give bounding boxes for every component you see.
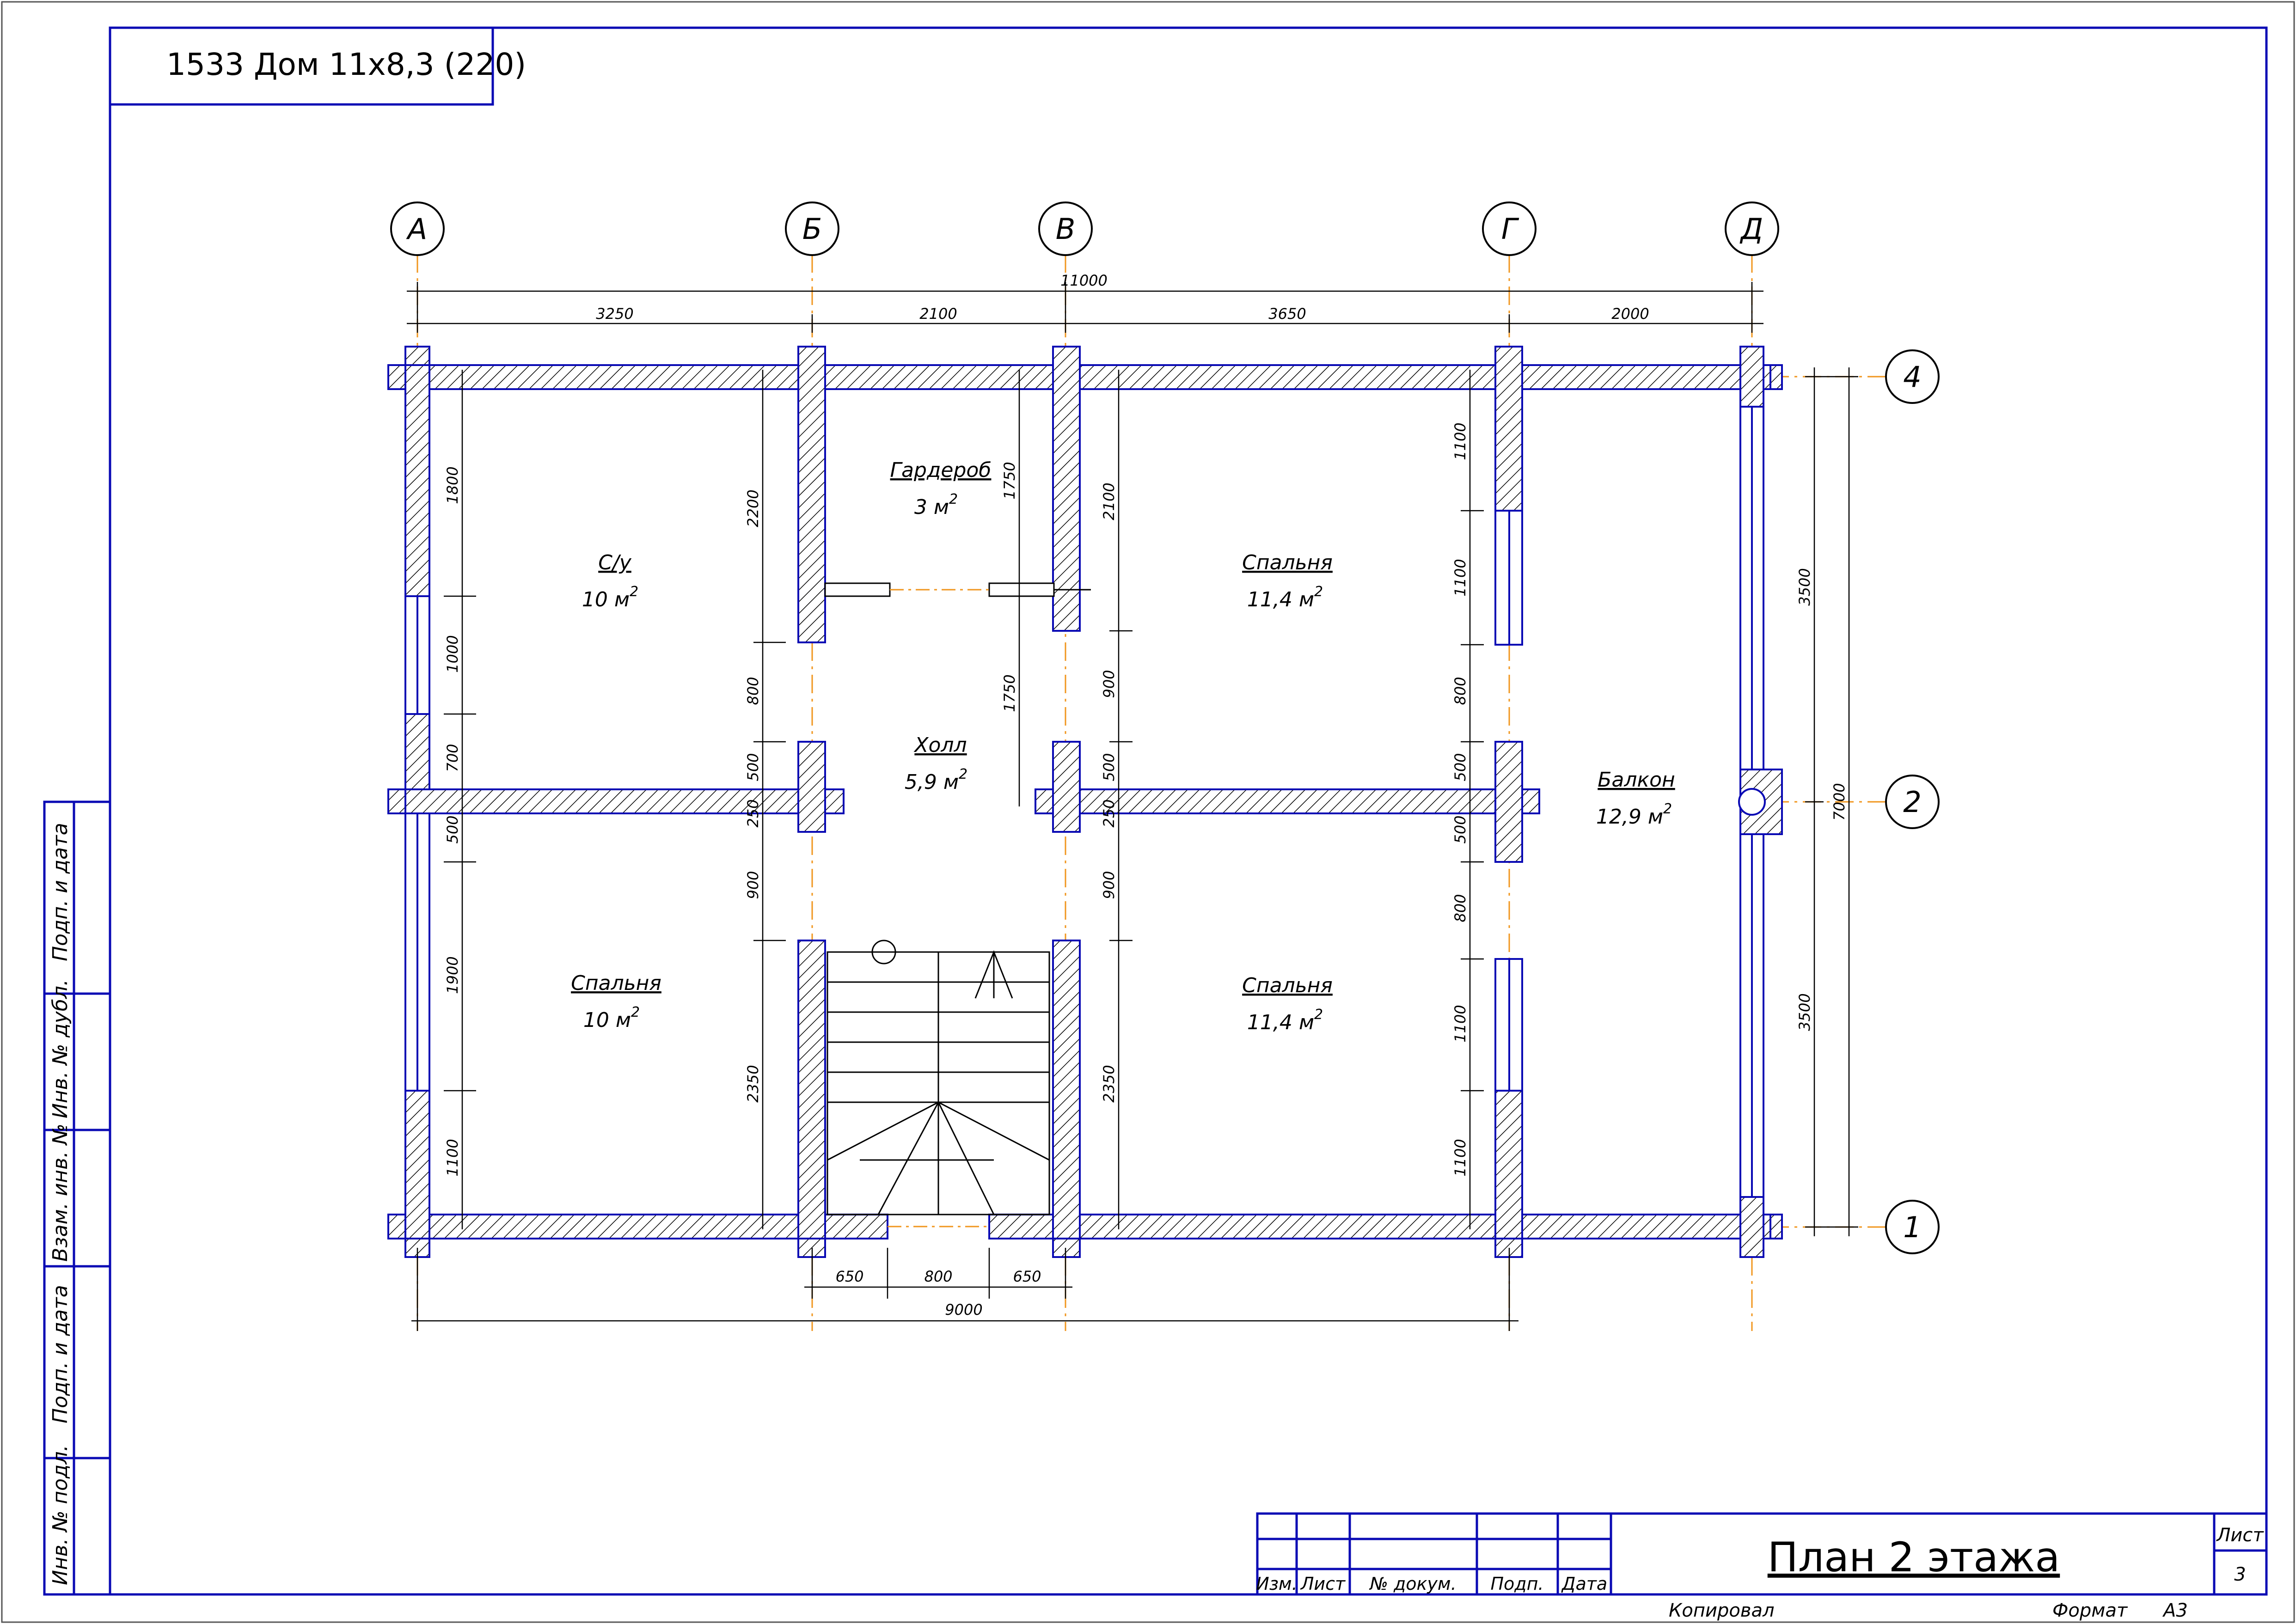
dim-b-3: 500 — [744, 753, 762, 781]
dim-bottom-seg-2: 800 — [924, 1268, 952, 1285]
dim-right-overall: 7000 — [1831, 783, 1848, 820]
walls — [387, 346, 1783, 1258]
dim-b-2: 800 — [744, 677, 762, 705]
axis-label-b: Б — [802, 212, 822, 246]
dim-top-seg-1: 3250 — [596, 305, 633, 323]
dim-g-7: 1100 — [1451, 1005, 1469, 1042]
dim-top-seg-3: 3650 — [1268, 305, 1306, 323]
window-panels — [404, 406, 1764, 1198]
dim-bottom-seg-1: 650 — [835, 1268, 863, 1285]
dim-a-1: 1800 — [444, 466, 461, 504]
dim-a-5: 1900 — [444, 956, 461, 994]
stamp-orig-inv: Инв. № подл. — [49, 1445, 72, 1585]
staircase — [827, 940, 1050, 1227]
dim-v-2: 900 — [1100, 670, 1118, 698]
room-name: Балкон — [1598, 768, 1675, 792]
axis-label-1: 1 — [1903, 1210, 1921, 1244]
axis-label-g: Г — [1501, 212, 1519, 246]
dimension-lines — [407, 282, 1858, 1331]
dim-hall-1: 1750 — [1001, 462, 1018, 499]
room-bedroom-sw: Спальня 10 м2 — [571, 971, 661, 1032]
tb-col-sign: Подп. — [1490, 1574, 1543, 1594]
dim-b-5: 900 — [744, 871, 762, 899]
balcony-column — [1738, 788, 1766, 816]
dim-g-3: 800 — [1451, 677, 1469, 705]
dim-g-1: 1100 — [1451, 422, 1469, 460]
room-bedroom-se: Спальня 11,4 м2 — [1242, 974, 1333, 1034]
dim-v-3: 500 — [1100, 753, 1118, 781]
axis-label-4: 4 — [1903, 360, 1921, 394]
axis-bubbles — [390, 201, 1940, 1254]
dim-g-6: 800 — [1451, 894, 1469, 922]
room-area: 3 м2 — [914, 491, 958, 519]
room-bedroom-ne: Спальня 11,4 м2 — [1242, 551, 1333, 611]
room-balcony: Балкон 12,9 м2 — [1596, 768, 1675, 829]
room-area: 10 м2 — [582, 584, 638, 611]
dim-right-seg-2: 3500 — [1796, 993, 1813, 1031]
project-title-box: 1533 Дом 11х8,3 (220) — [109, 26, 526, 106]
dim-v-6: 2350 — [1100, 1065, 1118, 1102]
room-area: 12,9 м2 — [1596, 801, 1672, 829]
dim-b-1: 2200 — [744, 489, 762, 527]
axis-label-d: Д — [1739, 212, 1763, 246]
project-title: 1533 Дом 11х8,3 (220) — [166, 47, 526, 82]
axis-label-a: А — [406, 212, 427, 246]
tb-col-doc: № докум. — [1369, 1574, 1456, 1594]
stamp-sign-date-1: Подп. и дата — [49, 823, 72, 961]
tb-sheet-label: Лист — [2216, 1525, 2264, 1546]
room-name: Гардероб — [890, 458, 992, 482]
room-name: Холл — [913, 733, 967, 757]
room-name: Спальня — [1242, 974, 1333, 997]
title-block — [1256, 1512, 2268, 1596]
dim-a-3: 700 — [444, 744, 461, 772]
dim-right-seg-1: 3500 — [1796, 568, 1813, 605]
room-area: 5,9 м2 — [905, 766, 967, 794]
axis-label-v: В — [1056, 212, 1076, 246]
dim-top-overall: 11000 — [1060, 272, 1108, 289]
room-area: 10 м2 — [583, 1004, 640, 1032]
tb-sheet-number: 3 — [2234, 1564, 2246, 1585]
dim-v-4: 250 — [1100, 799, 1118, 827]
dim-g-4: 500 — [1451, 753, 1469, 781]
stamp-replace-inv: Взам. инв. № — [49, 1123, 72, 1262]
wardrobe-doors — [824, 582, 1091, 597]
dim-g-5: 500 — [1451, 815, 1469, 843]
room-wardrobe: Гардероб 3 м2 — [890, 458, 992, 519]
dim-v-1: 2100 — [1100, 482, 1118, 520]
tb-copied: Копировал — [1669, 1600, 1775, 1621]
dim-v-5: 900 — [1100, 871, 1118, 899]
stamp-dup-inv: Инв. № дубл. — [49, 979, 72, 1118]
room-name: С/у — [598, 551, 632, 574]
dim-bottom-seg-3: 650 — [1013, 1268, 1041, 1285]
tb-col-izm: Изм. — [1256, 1574, 1297, 1594]
dim-a-6: 1100 — [444, 1139, 461, 1176]
room-name: Спальня — [1242, 551, 1333, 574]
dim-hall-2: 1750 — [1001, 674, 1018, 712]
dim-b-6: 2350 — [744, 1065, 762, 1102]
dim-b-4: 250 — [744, 799, 762, 827]
sheet-title: План 2 этажа — [1768, 1533, 2060, 1581]
dim-a-2: 1000 — [444, 635, 461, 672]
room-area: 11,4 м2 — [1247, 1007, 1323, 1034]
room-area: 11,4 м2 — [1247, 584, 1323, 611]
dim-a-4: 500 — [444, 815, 461, 843]
dim-top-seg-2: 2100 — [919, 305, 957, 323]
dim-g-2: 1100 — [1451, 559, 1469, 596]
dim-bottom-overall: 9000 — [945, 1301, 982, 1319]
axis-label-2: 2 — [1903, 785, 1921, 819]
room-name: Спальня — [571, 971, 661, 995]
tb-col-list: Лист — [1300, 1574, 1346, 1594]
dim-top-seg-4: 2000 — [1611, 305, 1649, 323]
tb-format-label: Формат — [2052, 1600, 2128, 1621]
stamp-sign-date-2: Подп. и дата — [49, 1285, 72, 1423]
tb-format-value: А3 — [2162, 1600, 2188, 1621]
side-stamp — [43, 800, 111, 1596]
room-su: С/у 10 м2 — [582, 551, 638, 611]
tb-col-date: Дата — [1561, 1574, 1607, 1594]
room-hall: Холл 5,9 м2 — [905, 733, 967, 794]
dim-g-8: 1100 — [1451, 1139, 1469, 1176]
